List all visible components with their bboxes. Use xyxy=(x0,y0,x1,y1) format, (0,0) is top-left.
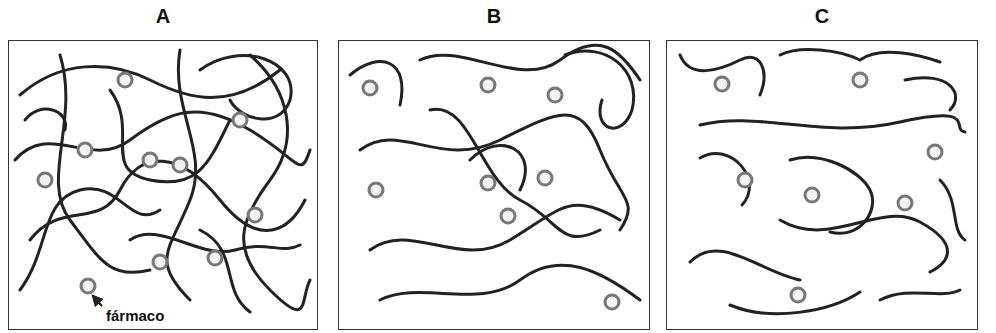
panel-heading: A xyxy=(9,5,317,28)
polymer-chains xyxy=(15,45,965,313)
leader-arrow xyxy=(93,296,102,306)
drug-particles xyxy=(38,73,942,309)
panel-heading: B xyxy=(339,5,649,28)
panel-frame: B xyxy=(338,40,650,330)
drug-label: fármaco xyxy=(104,307,166,324)
panel-frame: C xyxy=(666,40,978,330)
panel-heading: C xyxy=(667,5,977,28)
panel-frame: A xyxy=(8,40,318,330)
